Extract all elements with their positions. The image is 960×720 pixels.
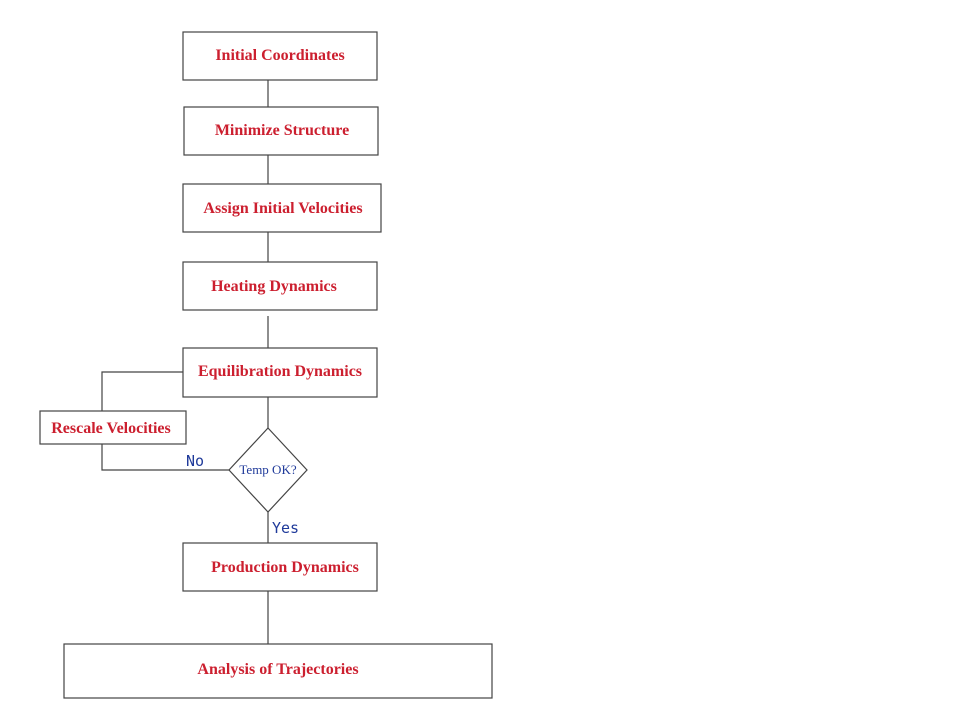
process-box [39, 410, 187, 445]
process-box [63, 643, 493, 699]
node-label: Equilibration Dynamics [198, 363, 362, 380]
node-analysis-of-trajectories: Analysis of Trajectories [63, 643, 493, 699]
node-label: Initial Coordinates [215, 47, 344, 64]
connector-decision-to-rescale [101, 444, 229, 471]
node-temp-ok: Temp OK? [228, 427, 308, 513]
edge-label-no: No [186, 452, 204, 470]
node-label: Minimize Structure [215, 122, 349, 139]
process-box [183, 106, 379, 156]
node-initial-coordinates: Initial Coordinates [182, 31, 378, 81]
node-label: Rescale Velocities [51, 420, 171, 437]
node-assign-initial-velocities: Assign Initial Velocities [182, 183, 382, 233]
node-label: Heating Dynamics [211, 278, 337, 295]
node-label: Production Dynamics [211, 559, 359, 576]
process-box [182, 31, 378, 81]
node-heating-dynamics: Heating Dynamics [182, 261, 378, 311]
node-rescale-velocities: Rescale Velocities [39, 410, 187, 445]
edge-label-yes: Yes [272, 519, 299, 537]
node-minimize-structure: Minimize Structure [183, 106, 379, 156]
process-box [182, 183, 382, 233]
process-box [182, 347, 378, 398]
node-equilibration-dynamics: Equilibration Dynamics [182, 347, 378, 398]
node-label: Assign Initial Velocities [203, 200, 362, 217]
connector-rescale-to-equilibration [101, 371, 183, 411]
decision-label: Temp OK? [239, 462, 296, 477]
node-label: Analysis of Trajectories [197, 661, 358, 678]
process-box [182, 261, 378, 311]
node-production-dynamics: Production Dynamics [182, 542, 378, 592]
connectors [101, 80, 269, 644]
process-box [182, 542, 378, 592]
decision-diamond [228, 427, 308, 513]
